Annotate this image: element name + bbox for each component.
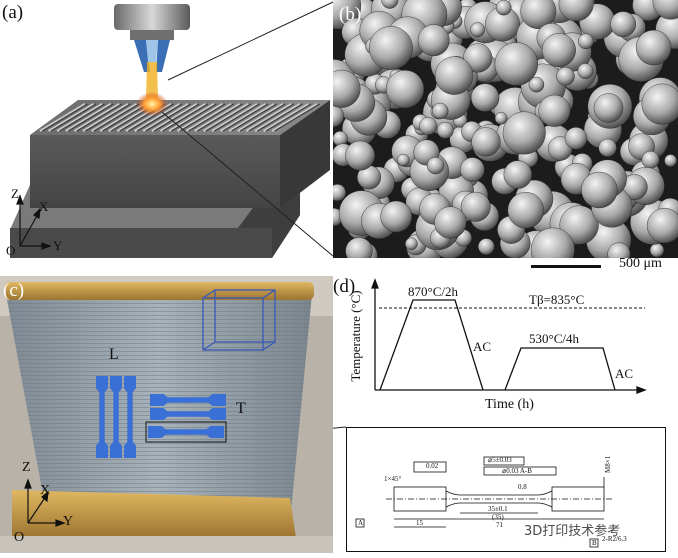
y-axis-title: Temperature (°C) [348,281,364,391]
curve-aging-treatment [505,348,615,390]
shoulder-length-dim: 15 [416,519,423,527]
powder-particle [539,95,571,127]
step1-label: 870°C/2h [408,284,458,300]
axis-y-label-a: Y [53,238,62,254]
nozzle-center [146,40,158,62]
powder-particle [495,112,507,124]
powder-particle [557,67,575,85]
powder-particle [578,63,593,78]
total-length-dim: 71 [496,521,503,529]
powder-particle [432,103,448,119]
powder-particle [665,155,677,167]
specimen-L-label: L [109,346,119,364]
longitudinal-specimens [96,376,136,458]
top-bead [4,282,314,300]
powder-particle [460,158,484,182]
panel-b-label: (b) [339,4,361,26]
panel-d-heat-treatment: (d) 870°C/2h 530°C/4h AC AC Tβ=835°C Tim… [333,276,678,418]
axis-y-label-c: Y [63,514,73,530]
powder-particle [610,12,635,37]
roughness1-dim: 0.8 [518,483,527,491]
cool1-label: AC [473,339,491,355]
powder-particle [419,117,437,135]
powder-particle [594,93,623,122]
powder-particle [369,26,412,69]
powder-particle [405,238,417,250]
powder-particle [434,207,466,239]
step2-label: 530°C/4h [529,331,579,347]
chamfer-dim: 1×45° [384,475,401,483]
powder-particle [504,161,532,189]
cool2-label: AC [615,366,633,382]
x-axis-arrow [637,387,645,393]
nozzle-tube-right [156,40,170,72]
scale-bar [531,265,601,268]
y-axis-arrow [372,280,378,288]
flatness-dim: 0.02 [426,462,438,470]
powder-particle [565,127,587,149]
powder-particle [503,112,546,155]
powder-particle [381,201,412,232]
transverse-specimens [148,394,226,438]
diameter-dim: ⌀5±0.03 [488,456,512,464]
axis-x-label-a: X [39,199,48,215]
powder-particle [437,122,453,138]
datum-b: B [592,539,597,547]
deposition-schematic-svg [0,0,330,262]
origin-label-a: O [6,243,15,259]
gauge-length-dim: 35±0.1 [488,505,508,513]
x-axis-title: Time (h) [485,397,534,413]
specimen-T-label: T [236,400,246,418]
axis-z-label-a: Z [11,186,19,202]
watermark-text: 3D打印技术参考 [524,520,620,539]
powder-particle [435,57,473,95]
t-beta-label: Tβ=835°C [529,292,584,308]
powder-particle [471,84,499,112]
datum-a: A [358,519,363,527]
powder-particle [470,23,484,37]
powder-particle [397,154,409,166]
scale-bar-label: 500 μm [619,256,662,272]
axis-x-label-c: X [40,483,50,499]
powder-particle [636,30,671,65]
powder-particle [427,157,444,174]
panel-e-specimen-drawing: 1×45° 0.02 ⌀5±0.03 ⌀0.03 A-B 0.8 35±0.1 … [346,427,666,552]
powder-sem-svg [333,0,678,258]
powder-particle [386,70,424,108]
panel-c-built-part-photo: (c) L T Z X Y O [0,276,333,553]
curve-solution-treatment [380,300,483,390]
panel-a-label: (a) [2,2,23,24]
powder-particle [478,239,494,255]
powder-particle [642,151,659,168]
runout-dim: ⌀0.03 A-B [502,467,532,475]
powder-particle [472,127,501,156]
powder-particle [578,34,593,49]
powder-particle [418,25,449,56]
axis-z-label-c: Z [22,460,31,476]
block-front [30,135,280,208]
powder-particle [496,0,511,15]
origin-label-c: O [14,530,24,546]
powder-particle [495,43,538,86]
panel-c-label: (c) [3,280,24,302]
parallel-length-dim: (35) [492,513,504,521]
powder-particle [599,139,617,157]
panel-a-deposition-schematic: (a) Z X Y O [0,0,330,262]
base-plate [12,490,296,538]
built-part-svg [0,276,333,553]
powder-particle [581,172,617,208]
thread-dim: M8×1 [604,456,612,473]
nozzle-head [114,4,190,30]
nozzle-neck [130,30,174,40]
melt-pool [136,92,168,116]
panel-b-powder-micrograph: 500 μm (b) [333,0,678,280]
substrate-front [10,228,272,258]
powder-particle [542,33,576,67]
powder-particle [345,141,374,170]
powder-particle [508,192,544,228]
